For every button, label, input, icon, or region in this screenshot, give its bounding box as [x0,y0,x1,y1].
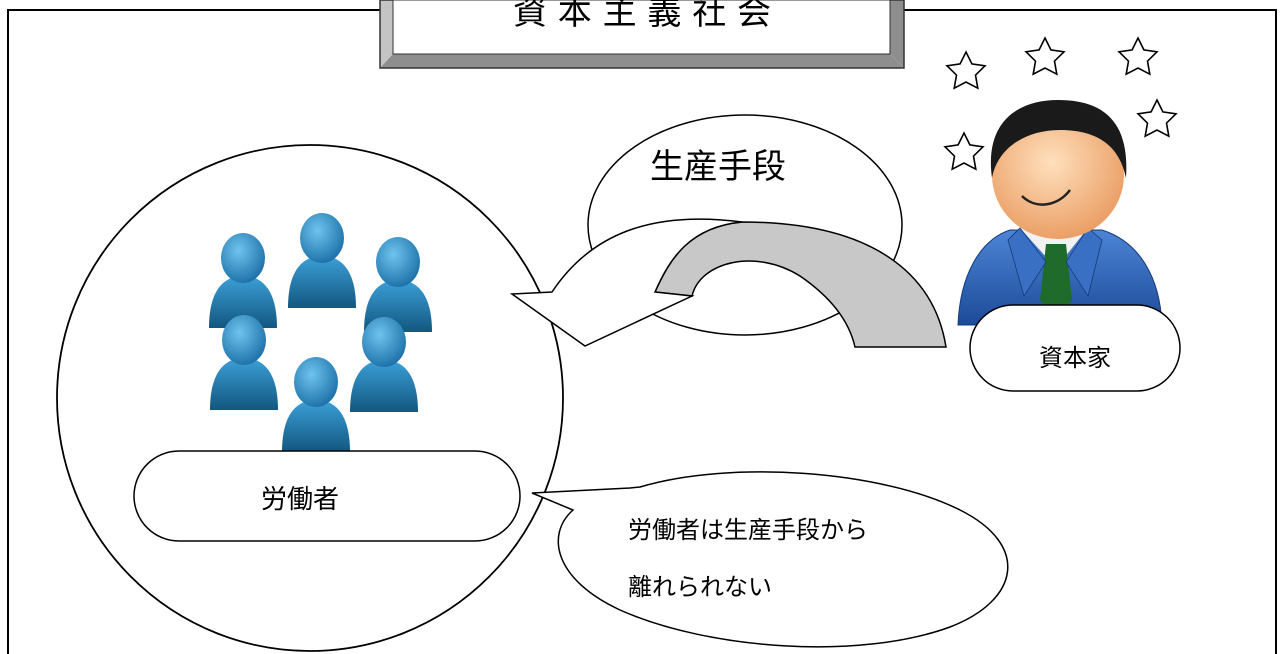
star-icon [1118,37,1158,75]
star-icon [1025,37,1065,75]
callout-bubble [531,471,1009,648]
capitalist-label-pill [969,304,1181,392]
star-icon [946,51,986,89]
flow-arrow [509,218,947,348]
star-icon [1137,99,1177,137]
title-plate: 資 本 主 義 社 会 [379,0,905,69]
means-of-production-label: 生産手段 [650,147,786,187]
workers-label-pill [133,450,521,542]
callout-line-2: 離れられない [628,573,772,601]
callout-line-1: 労働者は生産手段から [628,516,868,544]
star-icon [944,132,984,170]
workers-label: 労働者 [261,485,339,515]
capitalist-label: 資本家 [1039,344,1111,372]
page-title: 資 本 主 義 社 会 [513,0,771,33]
businessman-icon [957,100,1163,326]
